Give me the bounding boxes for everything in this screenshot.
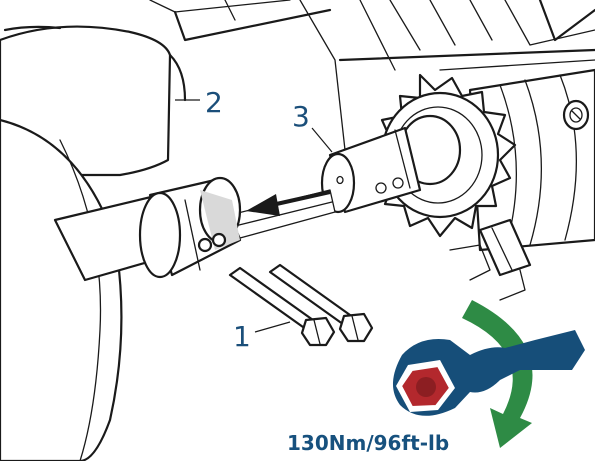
shaft-hole <box>392 177 404 189</box>
shaft-hole <box>375 182 387 194</box>
mounting-bracket <box>449 218 532 301</box>
bolt-head <box>338 312 374 343</box>
sleeve-hole <box>197 237 213 253</box>
drive-sprocket <box>370 73 517 238</box>
bolt-head <box>300 316 336 347</box>
slide-arrow-icon <box>246 190 331 216</box>
roller-drum <box>0 25 187 461</box>
callout-part-2: 2 <box>205 86 223 119</box>
wrench-icon <box>392 330 585 416</box>
callout-part-1: 1 <box>233 320 251 353</box>
callout-part-3: 3 <box>292 100 310 133</box>
clockwise-arrow-icon <box>462 300 533 448</box>
leader-lines <box>175 99 333 333</box>
coupling-sleeve <box>138 176 242 279</box>
bolt-pair <box>228 263 374 347</box>
torque-spec: 130Nm/96ft-lb <box>287 431 449 455</box>
sleeve-hole <box>211 232 227 248</box>
frame-housing <box>149 0 595 151</box>
